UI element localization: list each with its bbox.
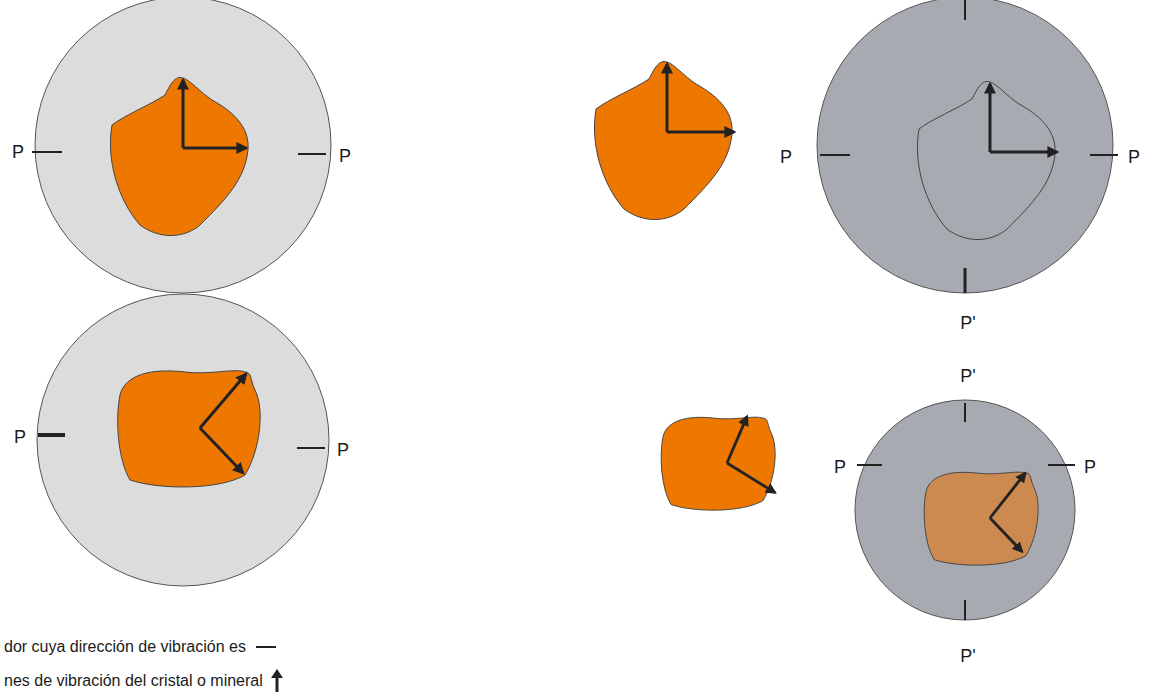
vibration-arrow-sample	[271, 669, 283, 693]
legend-row: nes de vibración del cristal o mineral	[4, 669, 283, 693]
polarizer-label: P	[339, 147, 351, 165]
polarizer-label: P	[12, 143, 24, 161]
polarizer-label: P'	[960, 367, 975, 385]
polarizer-label: P	[834, 458, 846, 476]
legend-row: dor cuya dirección de vibración es	[4, 638, 278, 656]
polarizer-label: P	[1084, 458, 1096, 476]
polarizer-label: P'	[960, 647, 975, 665]
polarizer-line-sample	[254, 642, 278, 652]
polarizer-label: P'	[960, 314, 975, 332]
legend-text: dor cuya dirección de vibración es	[4, 638, 246, 656]
polarizer-label: P	[1128, 148, 1140, 166]
polarizer-label: P	[14, 428, 26, 446]
polarizer-label: P	[780, 148, 792, 166]
legend-text: nes de vibración del cristal o mineral	[4, 672, 263, 690]
polarizer-label: P	[337, 441, 349, 459]
